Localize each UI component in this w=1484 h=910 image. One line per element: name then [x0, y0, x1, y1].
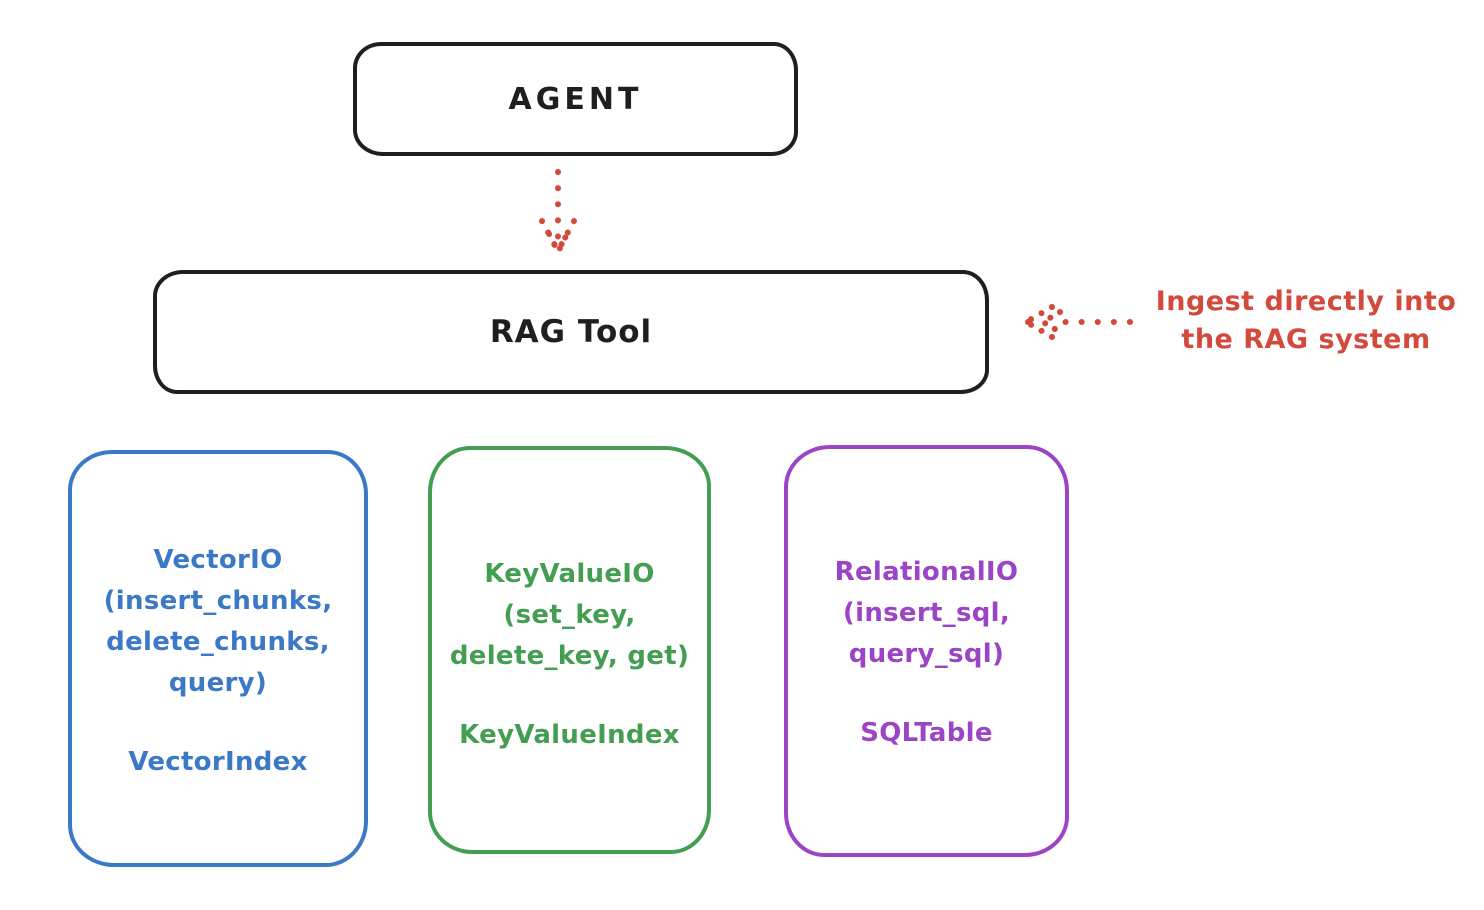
arrowhead-right-arm: [556, 218, 577, 252]
vector-io-method-line: (insert_chunks,: [103, 586, 333, 616]
relational-io-method-line: (insert_sql,: [842, 598, 1011, 628]
keyvalue-io-title: KeyValueIO: [484, 559, 655, 589]
relational-io-method-line: query_sql): [848, 639, 1005, 669]
arrowhead-upper-arm: [1025, 304, 1055, 324]
rag-tool-label: RAG Tool: [489, 314, 653, 350]
arrowhead-tip-dot: [1025, 319, 1031, 325]
ingest-annotation-line2: the RAG system: [1181, 324, 1431, 355]
relational-io-box: RelationalIO (insert_sql, query_sql) SQL…: [784, 445, 1069, 857]
keyvalue-io-box: KeyValueIO (set_key, delete_key, get) Ke…: [428, 446, 711, 854]
vector-io-method-line: query): [168, 668, 268, 698]
vector-index-label: VectorIndex: [128, 747, 308, 777]
agent-box: AGENT: [353, 42, 798, 156]
vector-io-method-line: delete_chunks,: [106, 627, 330, 657]
arrowhead-inner-chevron: [1037, 309, 1063, 335]
keyvalue-index-label: KeyValueIndex: [459, 720, 680, 750]
ingest-annotation-line1: Ingest directly into: [1155, 286, 1457, 317]
ingest-annotation: Ingest directly into the RAG system: [1138, 283, 1474, 359]
ingest-annotation-arrow: [1025, 304, 1133, 340]
vector-io-title: VectorIO: [153, 545, 283, 575]
agent-to-ragtool-arrow: [539, 169, 577, 259]
vector-io-box: VectorIO (insert_chunks, delete_chunks, …: [68, 450, 368, 867]
keyvalue-io-method-line: (set_key,: [503, 600, 636, 630]
relational-io-title: RelationalIO: [834, 557, 1019, 587]
arrowhead-left-arm: [539, 218, 560, 252]
agent-label: AGENT: [508, 81, 643, 117]
rag-tool-box: RAG Tool: [153, 270, 989, 394]
arrowhead-lower-arm: [1025, 320, 1055, 340]
arrowhead-inner-chevron: [546, 231, 570, 259]
sql-table-label: SQLTable: [860, 718, 993, 748]
keyvalue-io-method-line: delete_key, get): [449, 641, 690, 671]
